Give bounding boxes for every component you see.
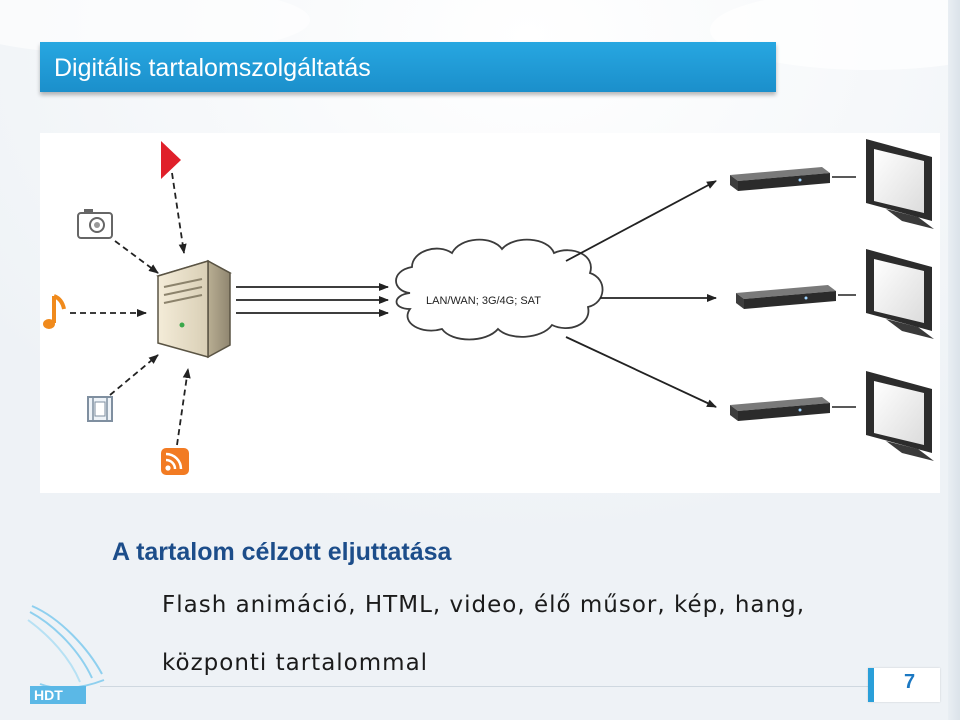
slide-title: Digitális tartalomszolgáltatás <box>54 54 371 82</box>
logo-text: HDT <box>34 687 63 703</box>
footer-divider <box>100 686 868 687</box>
network-cloud <box>395 238 604 341</box>
server-to-network-arrows <box>236 283 389 317</box>
display-monitor-3 <box>866 371 934 461</box>
media-player-3 <box>730 397 830 421</box>
camera-icon <box>77 209 113 239</box>
play-icon <box>161 141 181 179</box>
media-player-1 <box>730 167 830 191</box>
network-label: LAN/WAN; 3G/4G; SAT <box>426 295 541 307</box>
title-bar <box>40 42 776 92</box>
rss-icon <box>161 448 189 475</box>
player-to-display-lines <box>832 176 856 408</box>
content-server <box>156 259 232 359</box>
page-number-box <box>868 668 940 702</box>
content-input-arrows <box>70 172 191 446</box>
media-player-2 <box>736 285 836 309</box>
body-text-line-1: Flash animáció, HTML, video, élő műsor, … <box>162 592 806 618</box>
body-text-line-2: központi tartalommal <box>162 650 429 676</box>
content-distribution-diagram: LAN/WAN; 3G/4G; SAT <box>40 133 940 493</box>
content-heading: A tartalom célzott eljuttatása <box>112 538 452 566</box>
hdt-logo: HDT <box>27 605 105 704</box>
display-monitor-1 <box>866 139 934 229</box>
page-number: 7 <box>904 671 916 693</box>
network-to-player-arrows <box>565 180 717 408</box>
music-note-icon <box>43 294 66 329</box>
right-edge-stripe <box>948 0 960 720</box>
display-monitor-2 <box>866 249 934 339</box>
film-icon <box>87 396 113 422</box>
